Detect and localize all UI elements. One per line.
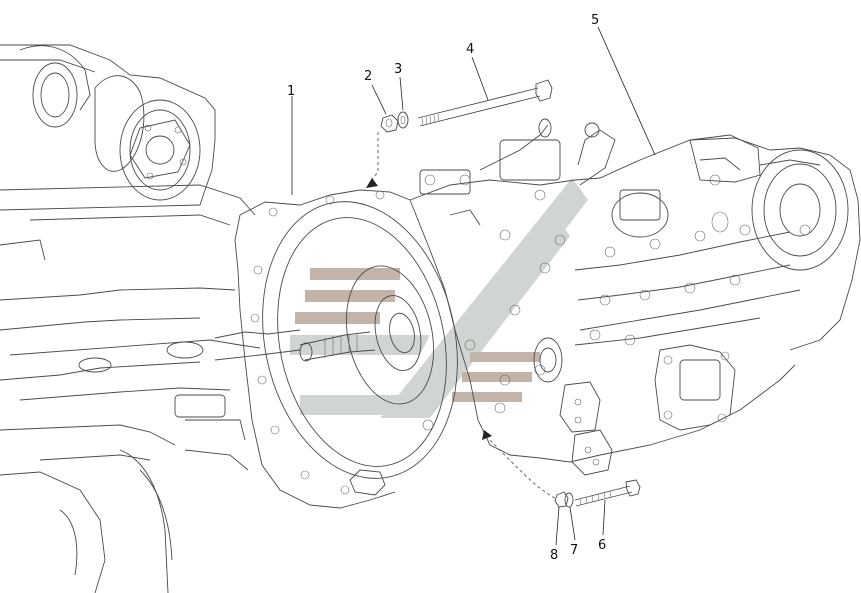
leader-6	[602, 499, 606, 536]
leader-2	[371, 84, 387, 115]
part-4-long-bolt	[417, 79, 553, 127]
callout-1: 1	[287, 84, 295, 99]
callout-3: 3	[394, 62, 402, 77]
callout-6: 6	[598, 538, 606, 553]
callout-7: 7	[570, 543, 578, 558]
leader-7	[569, 506, 576, 541]
part-6-bolt	[574, 479, 641, 507]
leader-4	[471, 56, 489, 101]
callout-2: 2	[364, 69, 372, 84]
leader-8	[555, 506, 560, 546]
housing-bolts	[422, 174, 811, 431]
leader-lines	[291, 26, 656, 546]
part-7-washer	[564, 492, 574, 508]
arrow-head-lower	[482, 430, 492, 440]
clutch-housing	[234, 189, 458, 509]
arrow-head-upper	[366, 178, 378, 188]
part-3-washer	[397, 111, 409, 129]
part-8-nut	[554, 491, 569, 508]
assembly-path-upper	[369, 132, 379, 183]
assembly-path-lower	[487, 437, 556, 499]
callout-5: 5	[591, 13, 599, 28]
watermark-logo	[290, 178, 588, 418]
gearbox-housing	[409, 118, 861, 476]
callout-8: 8	[550, 548, 558, 563]
leader-5	[597, 26, 656, 156]
leader-3	[399, 76, 404, 111]
part-2-nut	[380, 114, 399, 133]
engine-block-left	[0, 44, 301, 593]
callout-4: 4	[466, 42, 474, 57]
